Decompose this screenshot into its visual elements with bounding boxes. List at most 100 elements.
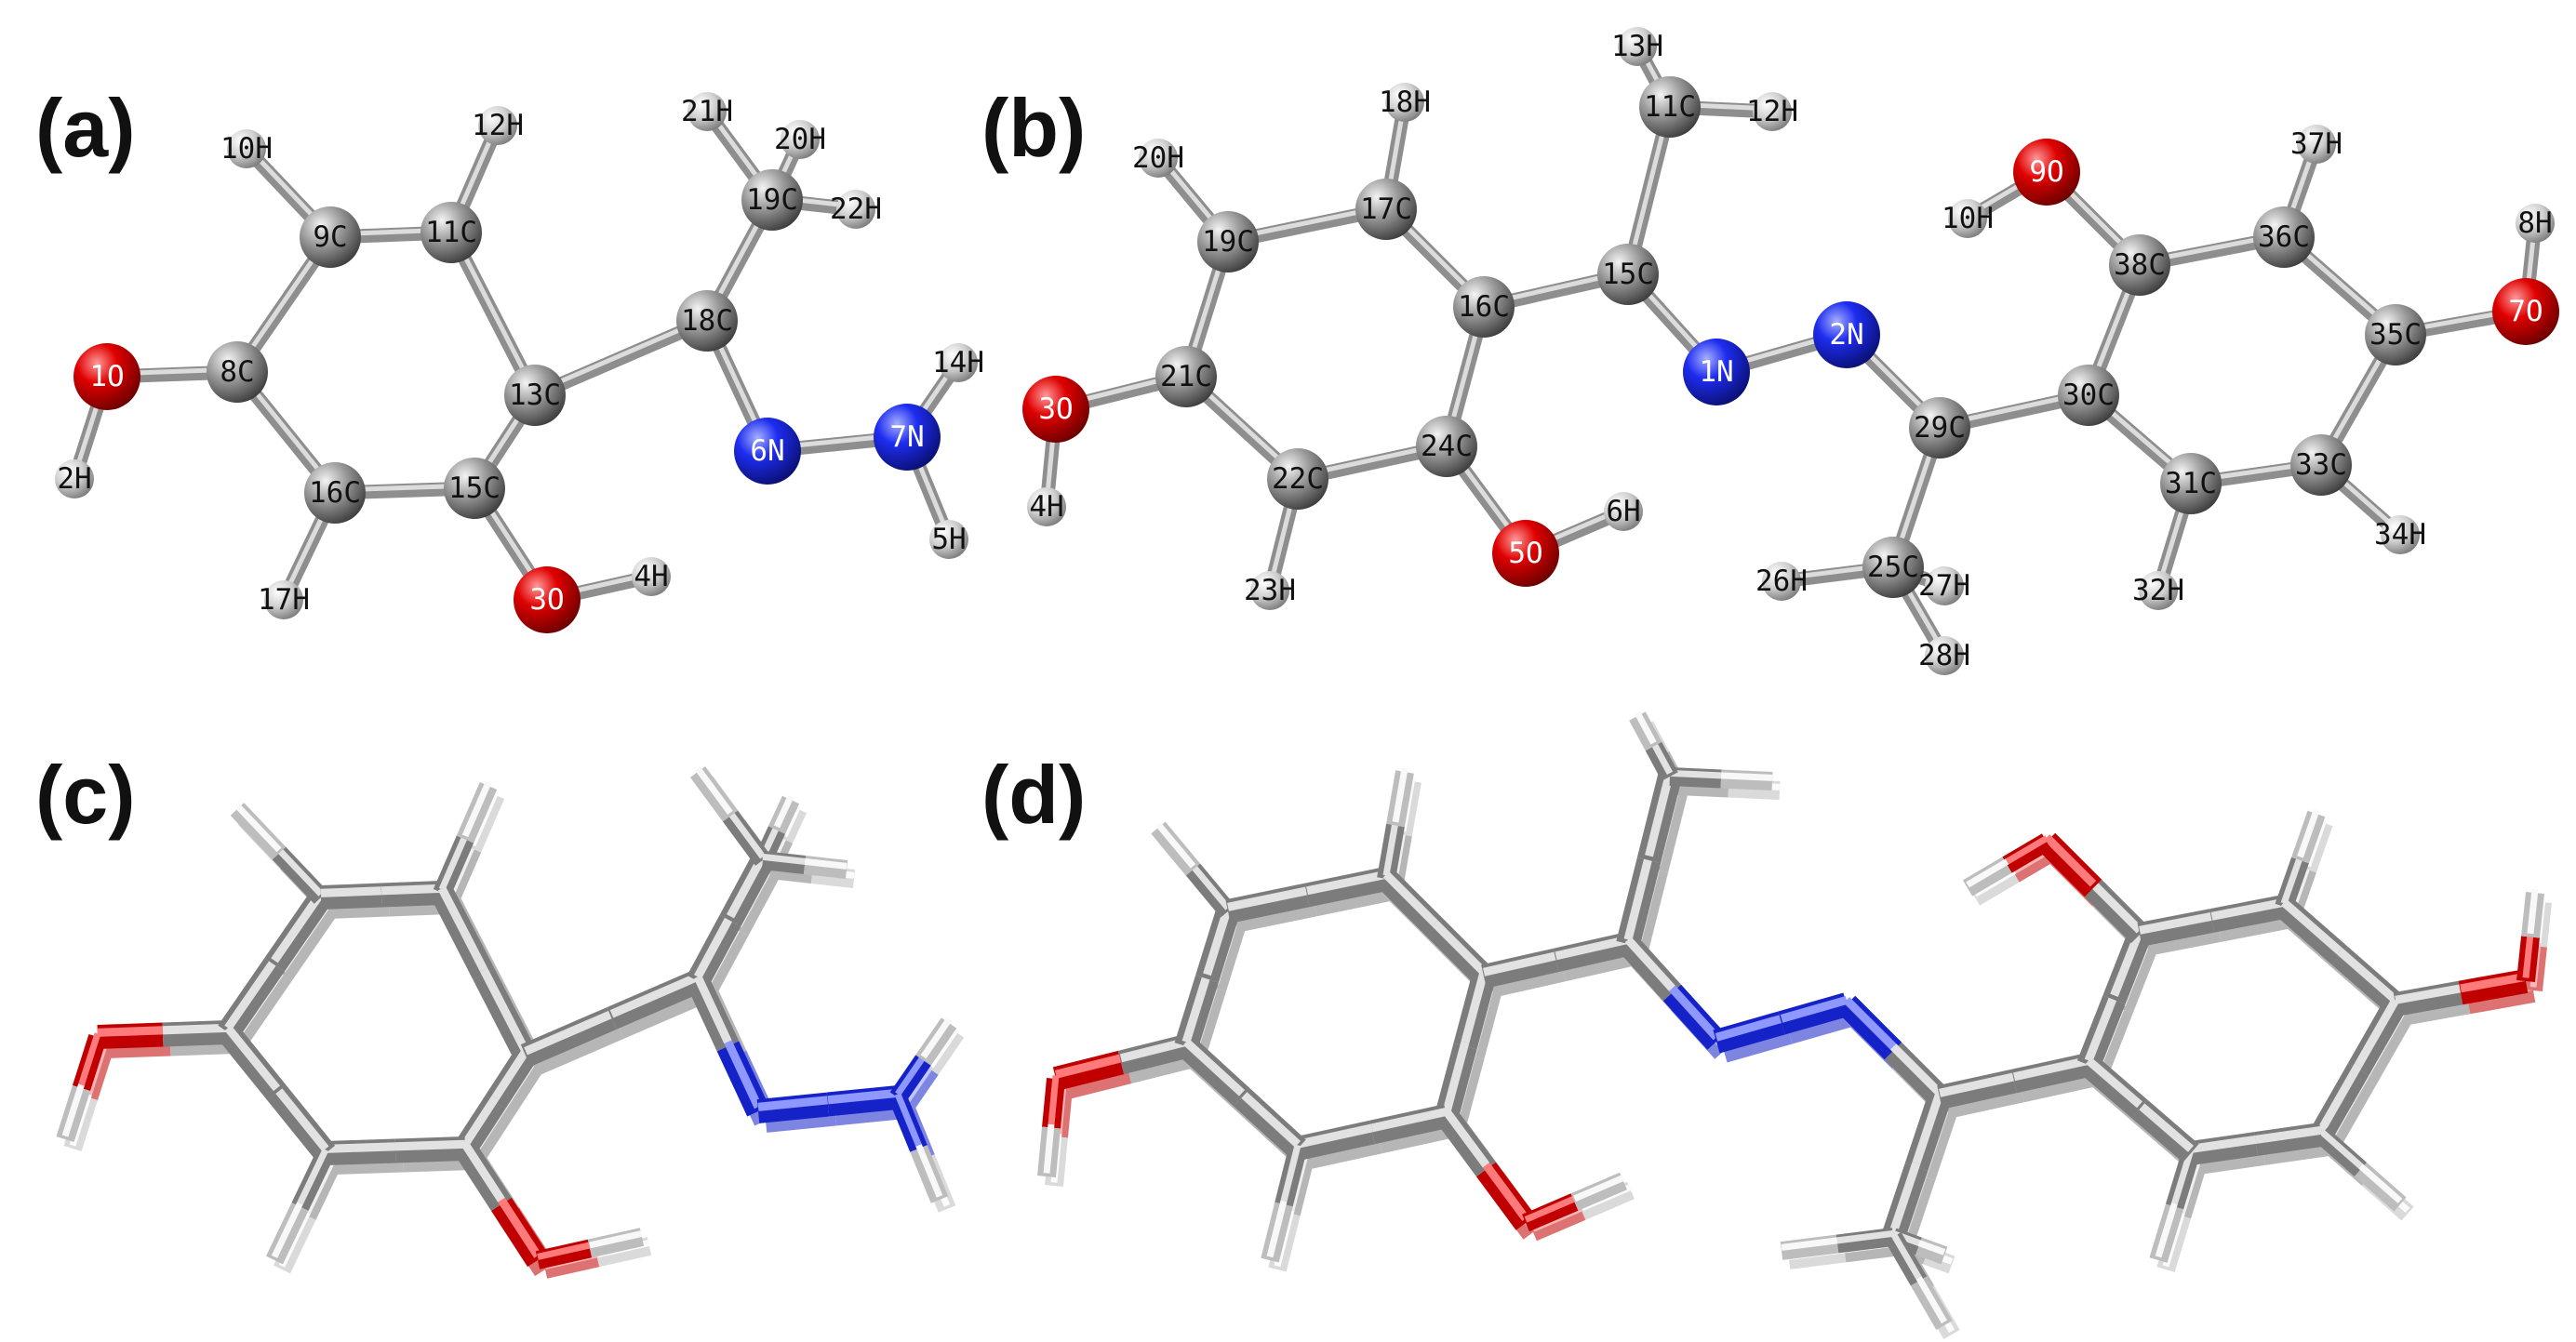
tube-highlight bbox=[1280, 1144, 1301, 1202]
atom-b-22C: 22C bbox=[1267, 448, 1328, 510]
tube-highlight bbox=[461, 1095, 500, 1147]
atom-b-25C: 25C bbox=[1862, 537, 1924, 598]
atom-b-12H: 12H bbox=[1746, 92, 1798, 131]
tube-highlight bbox=[438, 834, 469, 891]
atom-sphere bbox=[1139, 139, 1178, 178]
atom-a-20H: 20H bbox=[774, 120, 826, 159]
tube-highlight bbox=[437, 886, 488, 972]
panel-label-b: (b) bbox=[981, 82, 1086, 174]
atom-a-21H: 21H bbox=[681, 92, 733, 131]
atom-sphere bbox=[1604, 492, 1643, 531]
tube-highlight bbox=[1238, 1089, 1301, 1148]
tube-highlight bbox=[1889, 1043, 1943, 1096]
atom-sphere bbox=[632, 557, 671, 596]
atom-a-6N: 6N bbox=[734, 418, 801, 485]
atom-label: 32H bbox=[2132, 574, 2184, 607]
tube-highlight bbox=[1227, 886, 1308, 911]
atom-label: 16C bbox=[309, 476, 361, 510]
atom-label: 8C bbox=[220, 355, 254, 389]
tube-highlight bbox=[1836, 1229, 1894, 1244]
atom-sphere bbox=[2058, 365, 2119, 426]
tube-highlight bbox=[394, 1139, 466, 1151]
tube-highlight bbox=[1720, 772, 1773, 781]
tube-highlight bbox=[1392, 767, 1408, 823]
tube-highlight bbox=[1054, 1054, 1123, 1079]
atom-sphere bbox=[874, 404, 941, 471]
tube-highlight bbox=[1382, 871, 1438, 927]
atom-sphere bbox=[1683, 339, 1750, 405]
atom-a-19C: 19C bbox=[741, 169, 803, 231]
tube-highlight bbox=[1843, 997, 1897, 1050]
atom-label: 37H bbox=[2290, 127, 2342, 161]
tube-highlight bbox=[1461, 971, 1488, 1043]
tube-highlight bbox=[1669, 985, 1720, 1041]
atom-label: 13C bbox=[509, 379, 561, 412]
atom-label: 21C bbox=[1160, 360, 1212, 393]
atom-label: 16C bbox=[1458, 290, 1510, 324]
tube-highlight bbox=[1645, 771, 1675, 857]
atom-b-29C: 29C bbox=[1909, 397, 1970, 458]
atom-sphere bbox=[1618, 27, 1657, 66]
atom-label: 2H bbox=[57, 462, 91, 496]
atom-a-18C: 18C bbox=[676, 290, 738, 352]
tube-highlight bbox=[297, 1148, 329, 1205]
atom-sphere bbox=[55, 459, 94, 498]
tube-bond bbox=[756, 1092, 830, 1123]
tube-highlight bbox=[1443, 1109, 1490, 1168]
tube-bond bbox=[1937, 1069, 2017, 1109]
atom-b-15C: 15C bbox=[1597, 244, 1659, 305]
tube-highlight bbox=[1915, 1276, 1948, 1324]
atom-a-1O: 1O bbox=[73, 343, 140, 410]
atom-b-20H: 20H bbox=[1132, 139, 1184, 178]
tube-highlight bbox=[1650, 741, 1674, 776]
tube-highlight bbox=[894, 1093, 922, 1147]
atom-label: 9C bbox=[313, 220, 347, 254]
atom-sphere bbox=[2139, 571, 2178, 610]
tube-highlight bbox=[1306, 870, 1387, 896]
atom-b-3O: 3O bbox=[1022, 376, 1089, 443]
tube-highlight bbox=[461, 781, 492, 838]
tube-highlight bbox=[1781, 1237, 1838, 1251]
atom-b-28H: 28H bbox=[1918, 636, 1970, 675]
tube-highlight bbox=[1048, 1075, 1060, 1125]
tube-highlight bbox=[320, 886, 382, 897]
tube-highlight bbox=[1482, 1163, 1529, 1222]
tube-highlight bbox=[589, 1229, 643, 1249]
atom-label: 7O bbox=[2508, 295, 2543, 328]
tube-bond bbox=[1720, 769, 1773, 791]
atom-sphere bbox=[2381, 515, 2420, 554]
tube-bond bbox=[1369, 1104, 1449, 1145]
atom-sphere bbox=[1753, 92, 1792, 131]
atom-sphere bbox=[1862, 537, 1924, 598]
atom-sphere bbox=[1909, 397, 1970, 458]
atom-label: 12H bbox=[1746, 95, 1798, 128]
tube-highlight bbox=[1555, 935, 1630, 961]
atom-b-2N: 2N bbox=[1813, 301, 1880, 368]
tube-highlight bbox=[695, 766, 733, 815]
tube-bond bbox=[1787, 1243, 1847, 1269]
atom-sphere bbox=[444, 458, 505, 519]
tube-bond bbox=[2458, 969, 2529, 1005]
tube-highlight bbox=[2013, 1056, 2089, 1082]
atom-b-8H: 8H bbox=[2516, 204, 2555, 243]
atom-sphere bbox=[1022, 376, 1089, 443]
atom-sphere bbox=[1948, 199, 1987, 238]
tube-highlight bbox=[1482, 951, 1557, 977]
tube-highlight bbox=[2043, 834, 2097, 887]
atom-label: 2N bbox=[1829, 318, 1863, 352]
tube-highlight bbox=[1043, 1123, 1055, 1174]
tube-bond bbox=[1780, 1234, 1839, 1260]
tube-bond bbox=[2209, 895, 2287, 933]
atom-label: 20H bbox=[774, 123, 826, 156]
tube-highlight bbox=[928, 1027, 959, 1069]
tube-highlight bbox=[2281, 898, 2342, 955]
tube-highlight bbox=[2210, 897, 2285, 921]
tube-layer bbox=[1037, 711, 2544, 1331]
atom-label: 31C bbox=[2165, 467, 2217, 500]
atom-b-38C: 38C bbox=[2109, 234, 2170, 296]
atom-b-4H: 4H bbox=[1027, 487, 1066, 526]
tube-highlight bbox=[762, 853, 806, 865]
tube-highlight bbox=[1182, 1038, 1246, 1096]
atom-label: 15C bbox=[448, 472, 501, 505]
atom-b-21C: 21C bbox=[1155, 346, 1217, 407]
